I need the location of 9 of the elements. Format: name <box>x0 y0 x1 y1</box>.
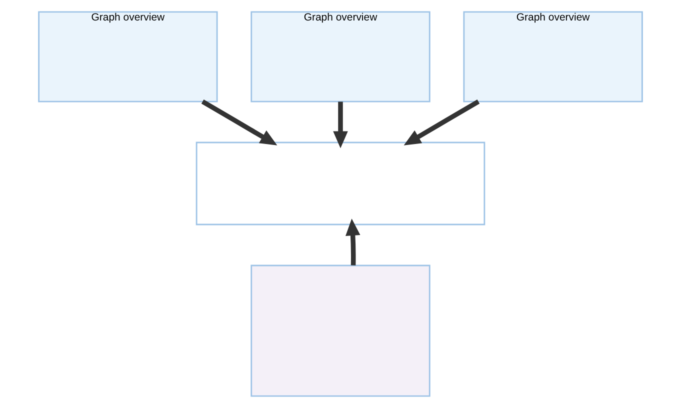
arrow <box>200 99 277 146</box>
node-box: Graph overview <box>250 11 430 102</box>
node-box <box>195 142 485 226</box>
node-box <box>250 264 430 397</box>
node-box: Graph overview <box>462 11 642 102</box>
node-box: Graph overview <box>38 11 218 102</box>
arrow <box>345 218 360 266</box>
arrow <box>403 99 480 146</box>
arrow <box>332 102 348 148</box>
